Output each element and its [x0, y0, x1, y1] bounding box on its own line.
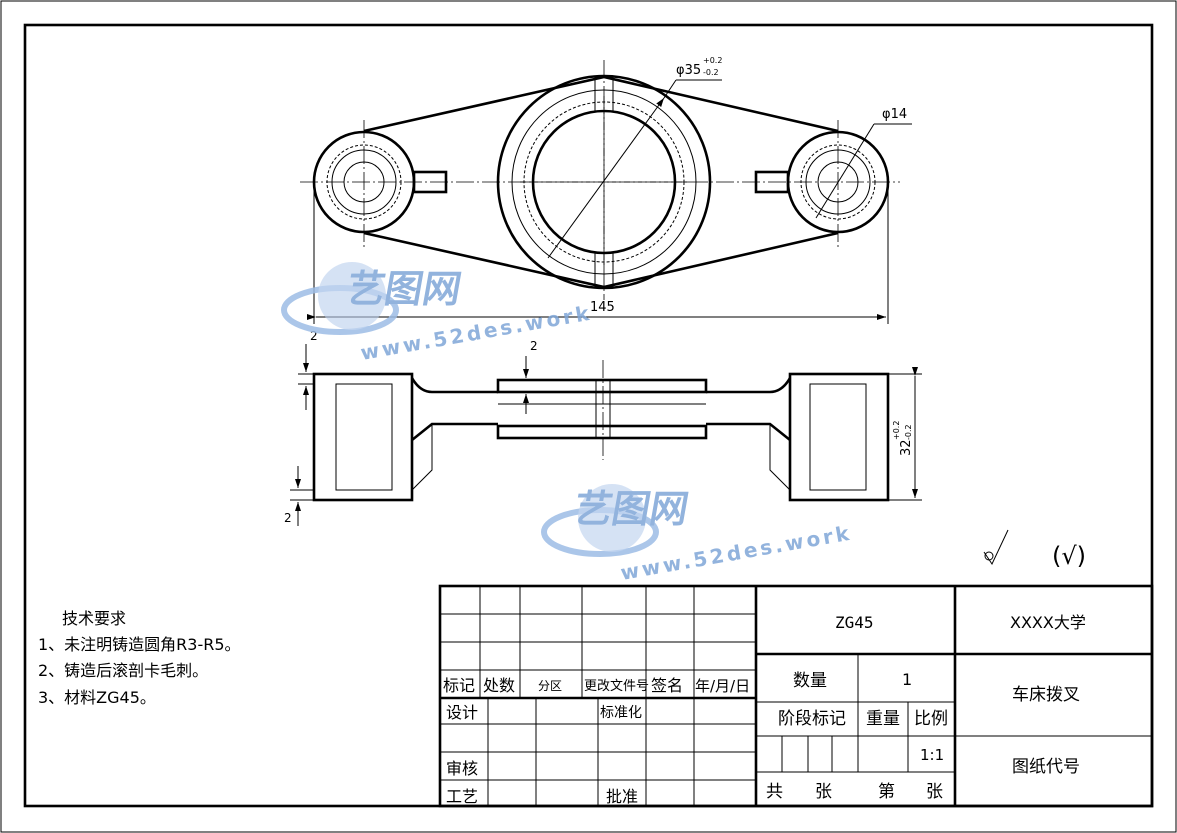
title-block-frame	[438, 584, 1154, 808]
sheets2-label: 张	[926, 782, 943, 802]
approve-label: 批准	[606, 787, 638, 806]
roughness-circle-icon	[984, 551, 994, 561]
drawing-no-label: 图纸代号	[1012, 757, 1080, 777]
roughness-symbols: (√)	[983, 529, 1086, 570]
left-stub	[412, 170, 448, 194]
rev-header: 签名	[651, 676, 683, 695]
left-boss-hatch	[331, 149, 397, 215]
left-block	[312, 372, 414, 502]
revision-grid	[440, 586, 756, 806]
right-boss-dashed	[800, 144, 876, 220]
total-label: 共	[766, 782, 783, 802]
rev-header: 标记	[443, 676, 475, 695]
dim32-tol-lower: -0.2	[904, 424, 913, 440]
material-value: ZG45	[835, 613, 874, 632]
tech-req-item: 3、材料ZG45。	[38, 688, 156, 707]
dia35-leader	[547, 97, 665, 259]
watermark-brand: 艺图网	[570, 487, 692, 532]
watermark-brand: 艺图网	[343, 267, 465, 312]
left-boss-inner	[343, 161, 385, 203]
dim2bl-label: 2	[284, 511, 292, 525]
dia35-tol-upper: +0.2	[703, 56, 722, 65]
scale-label: 比例	[914, 709, 948, 729]
watermark-1: 艺图网 www.52des.work	[281, 262, 594, 365]
dia14-label: φ14	[882, 107, 907, 122]
dim2web-label: 2	[530, 339, 538, 353]
qty-value: 1	[902, 670, 912, 689]
roughness-check-icon	[983, 529, 1009, 566]
rev-header: 分区	[538, 679, 562, 693]
front-view: 2 2 2 32 +0.2 -0.2	[284, 329, 922, 526]
right-block	[788, 372, 890, 502]
web-rib-left	[411, 422, 433, 492]
web-lower-right	[706, 422, 791, 442]
top-view: φ35 +0.2 -0.2 φ14 145	[300, 56, 912, 324]
design-label: 设计	[446, 703, 478, 722]
process-label: 工艺	[446, 787, 478, 806]
web-lower-left	[411, 422, 498, 442]
middle-grid	[756, 652, 955, 773]
title-block: 标记 处数 分区 更改文件号 签名 年/月/日 设计 标准化 审核 工艺 批准 …	[438, 584, 1154, 808]
hub-outer	[496, 74, 712, 290]
qty-label: 数量	[793, 671, 827, 691]
dia35-tol-lower: -0.2	[703, 68, 719, 77]
dim32-label-group: 32 +0.2 -0.2	[892, 421, 914, 456]
tech-req-item: 2、铸造后滚剖卡毛刺。	[38, 661, 208, 680]
upper-arm-outline	[363, 75, 839, 133]
review-label: 审核	[446, 759, 478, 778]
standardize-label: 标准化	[600, 705, 642, 721]
watermark-sphere-icon	[578, 484, 646, 552]
tech-req-title: 技术要求	[62, 609, 126, 628]
hub-top-flange	[496, 378, 708, 394]
rev-header: 处数	[483, 676, 515, 695]
rev-header: 更改文件号	[584, 679, 649, 694]
scale-value: 1:1	[920, 746, 944, 764]
dia35-leader-tail	[663, 79, 677, 99]
tech-req-item: 1、未注明铸造圆角R3-R5。	[38, 635, 241, 654]
dim2tl-label: 2	[310, 329, 318, 343]
right-block-core	[809, 383, 867, 491]
right-stub	[754, 170, 790, 194]
left-block-core	[335, 383, 393, 491]
watermark-sphere-icon	[318, 262, 386, 330]
weight-label: 重量	[866, 709, 900, 729]
tech-requirements: 技术要求 1、未注明铸造圆角R3-R5。 2、铸造后滚剖卡毛刺。 3、材料ZG4…	[38, 609, 241, 707]
dim32-label: 32	[899, 439, 914, 456]
page-label: 第	[878, 782, 895, 802]
dia35-label: φ35	[676, 63, 701, 78]
hub-hatch-ring	[511, 89, 697, 275]
school-name: XXXX大学	[1010, 613, 1086, 632]
roughness-paren-text: (√)	[1052, 542, 1086, 570]
dim145-label: 145	[590, 300, 615, 315]
right-boss-hatch	[805, 149, 871, 215]
web-upper-right	[706, 377, 792, 394]
dim32-tol-upper: +0.2	[892, 421, 901, 440]
web-upper-left	[410, 377, 498, 394]
hub-bottom-flange	[496, 424, 708, 440]
rev-header: 年/月/日	[695, 677, 750, 695]
web-rib-right	[769, 422, 791, 492]
left-boss-dashed	[326, 144, 402, 220]
sheets-label: 张	[815, 782, 832, 802]
part-name: 车床拨叉	[1012, 685, 1080, 705]
right-grid	[955, 652, 1152, 737]
dia14-leader	[815, 123, 875, 219]
stage-label: 阶段标记	[778, 709, 846, 729]
right-boss-inner	[817, 161, 859, 203]
